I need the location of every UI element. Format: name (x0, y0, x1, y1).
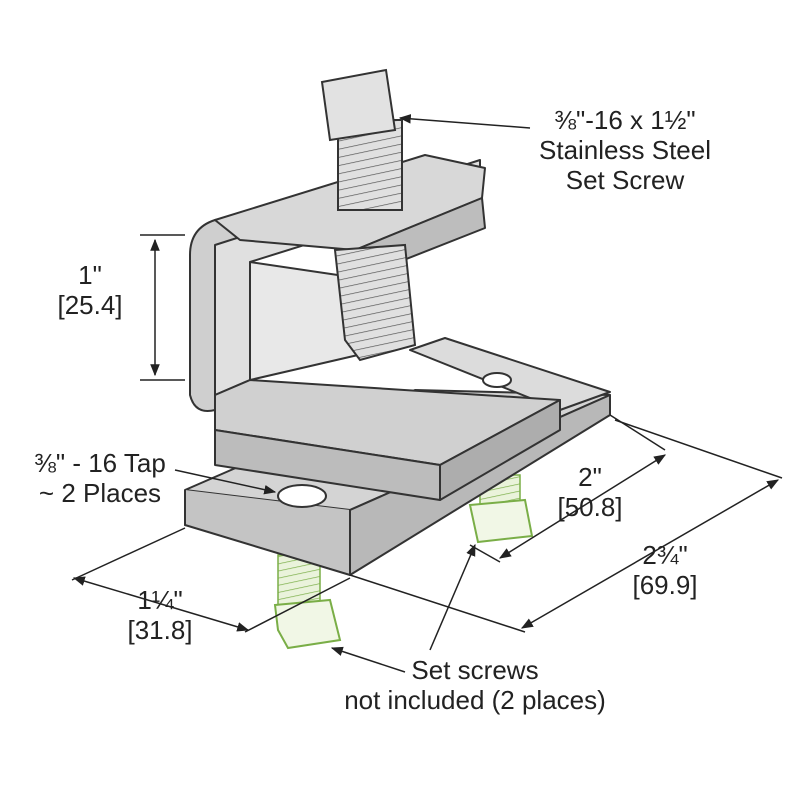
label-tap-line2: ~ 2 Places (38, 478, 162, 508)
leader-main-screw (398, 114, 531, 129)
label-tap-line1: ⅜" - 16 Tap (34, 448, 166, 478)
label-tap: ⅜" - 16 Tap ~ 2 Places (20, 448, 180, 508)
leader-set-screws (330, 543, 476, 673)
label-main-screw-line2: Stainless Steel (539, 135, 711, 165)
label-set-screws-line1: Set screws (411, 655, 539, 685)
label-set-screws-line2: not included (2 places) (344, 685, 606, 715)
label-main-screw-line3: Set Screw (565, 165, 685, 195)
leader-tap (174, 469, 277, 495)
label-width-inner: 2" [50.8] (545, 462, 635, 522)
label-depth: 1¼" [31.8] (110, 585, 210, 645)
label-width-outer-imperial: 2¾" (642, 540, 688, 570)
dim-width-outer (349, 419, 783, 633)
label-width-outer-metric: [69.9] (632, 570, 698, 600)
label-depth-imperial: 1¼" (137, 585, 183, 615)
label-main-screw-line1: ⅜"-16 x 1½" (554, 105, 696, 135)
label-height-imperial: 1" (78, 260, 102, 290)
label-main-screw: ⅜"-16 x 1½" Stainless Steel Set Screw (510, 105, 740, 195)
label-set-screws: Set screws not included (2 places) (310, 655, 640, 715)
dim-depth (71, 527, 351, 633)
stainless-set-screw (320, 68, 417, 362)
dim-height (140, 234, 185, 381)
set-screw-left (273, 554, 342, 650)
label-width-inner-metric: [50.8] (557, 492, 623, 522)
label-width-outer: 2¾" [69.9] (620, 540, 710, 600)
label-width-inner-imperial: 2" (578, 462, 602, 492)
label-depth-metric: [31.8] (127, 615, 193, 645)
label-height-metric: [25.4] (57, 290, 123, 320)
label-height: 1" [25.4] (50, 260, 130, 320)
